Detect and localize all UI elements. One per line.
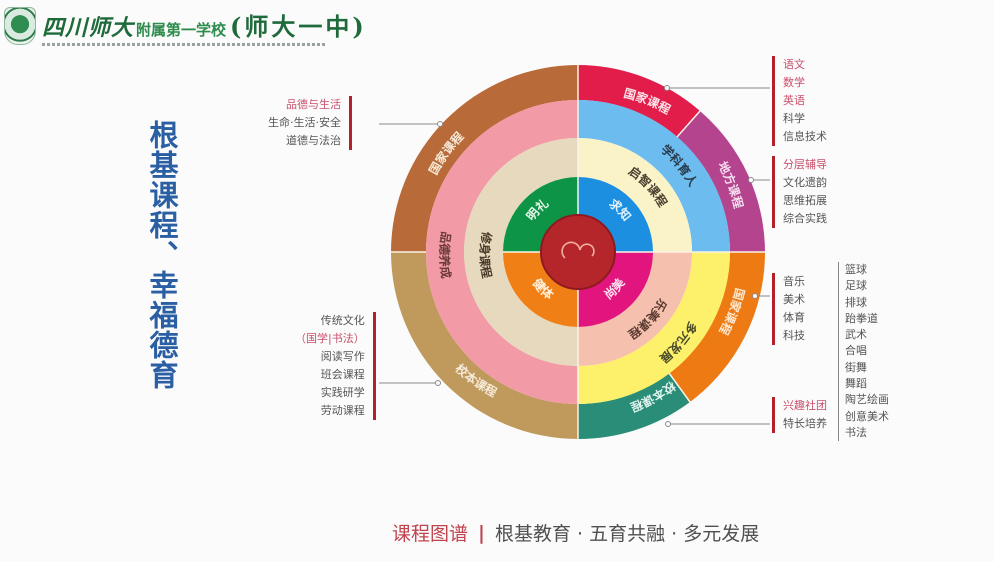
callout-bottom-right-clubs: 篮球 足球 排球 跆拳道 武术 合唱 街舞 舞蹈 陶艺绘画 创意美术 书法 [838,262,889,442]
segment-l1-bottom-right [578,252,653,327]
segment-l1-bottom-left [503,252,578,327]
callout-top-left: 品德与生活 生命·生活·安全 道德与法治 [268,96,352,150]
segment-l4-top-right-b [677,111,765,252]
footer-slogan: 根基教育 · 五育共融 · 多元发展 [494,523,760,545]
callout-connectors [379,85,770,427]
callout-item: 生命·生活·安全 [268,116,341,129]
callout-item: 兴趣社团 [783,399,827,412]
school-logo-icon [4,7,36,45]
callout-item: 篮球 [845,263,867,276]
footer-label: 课程图谱 [392,523,469,545]
callout-bottom-right-a: 音乐 美术 体育 科技 [772,273,805,345]
segment-l4-bottom-left [391,252,578,439]
school-name-c: (师大一中) [230,11,367,41]
callout-item: 音乐 [783,275,805,288]
callout-item: 信息技术 [783,130,827,143]
segment-l3-bottom-right [578,252,730,404]
side-title: 根基课程、幸福德育 [145,120,179,390]
callout-bottom-right-b: 兴趣社团 特长培养 [772,397,827,433]
segment-l4-bottom-right-a [669,252,766,402]
callout-item: 英语 [783,94,805,107]
segment-l4-top-right-a [578,65,700,137]
callout-item: 合唱 [845,344,867,358]
segment-l4-top-left [391,65,578,252]
callout-item: 文化遗韵 [783,176,827,189]
ring-level-4 [391,65,766,440]
callout-item: 科学 [783,112,805,125]
callout-item: 创意美术 [845,409,889,423]
school-name: 四川师大 附属第一学校 (师大一中) [42,7,367,46]
callout-item: 数学 [783,76,805,89]
callout-item: 陶艺绘画 [845,393,889,407]
segment-l4-bottom-right-b [578,373,690,440]
school-name-b: 附属第一学校 [136,20,227,39]
label-l2-left: 修身课程 [477,230,495,280]
callout-top-right-b: 分层辅导 文化遗韵 思维拓展 综合实践 [772,156,827,228]
segment-l2-top-right [578,138,692,252]
callout-item: 舞蹈 [845,377,867,391]
callout-item: 跆拳道 [845,311,878,325]
callout-item: 书法 [845,425,867,439]
center-swirl-icon [561,241,595,259]
callout-item: 美术 [783,293,805,306]
segment-l1-top-right [578,177,653,252]
callout-item: 思维拓展 [783,194,827,207]
segment-l2-bottom-right [578,252,692,366]
center-logo-icon [540,214,616,290]
label-l3-left: 品德养成 [437,231,454,280]
callout-item: 阅读写作 [320,350,365,363]
segment-l2-left [464,138,578,366]
segment-l1-top-left [503,177,578,252]
callout-item: 排球 [845,295,867,309]
callout-item: 特长培养 [783,417,827,430]
callout-item: 实践研学 [320,386,365,399]
ring-level-2 [464,138,692,366]
callout-item: 综合实践 [783,212,827,225]
callout-item: 劳动课程 [320,404,365,417]
callout-item: 传统文化 [320,314,365,327]
callout-item: 语文 [783,58,805,71]
callout-item: 足球 [845,279,867,293]
ring-level-1 [503,177,653,327]
callout-item: 品德与生活 [286,98,341,111]
school-header: 四川师大 附属第一学校 (师大一中) [4,4,367,48]
segment-l3-top-right [578,100,730,252]
callout-item: 道德与法治 [286,134,341,147]
school-name-a: 四川师大 [42,14,135,41]
footer-caption: 课程图谱 | 根基教育 · 五育共融 · 多元发展 [392,519,759,546]
callout-top-right-a: 语文 数学 英语 科学 信息技术 [772,56,827,146]
segment-l3-left [426,100,578,404]
footer-separator: | [478,521,485,544]
callout-item: 街舞 [845,360,867,374]
callout-item: 分层辅导 [783,158,827,171]
callout-bottom-left: 传统文化 （国学|书法） 阅读写作 班会课程 实践研学 劳动课程 [295,312,376,420]
ring-level-3 [426,100,730,404]
callout-item: 班会课程 [320,368,365,381]
callout-item: 体育 [783,311,805,324]
callout-item: 科技 [783,329,805,342]
school-english-name [42,42,327,46]
callout-item: 武术 [845,328,867,342]
callout-item: （国学|书法） [295,332,365,345]
